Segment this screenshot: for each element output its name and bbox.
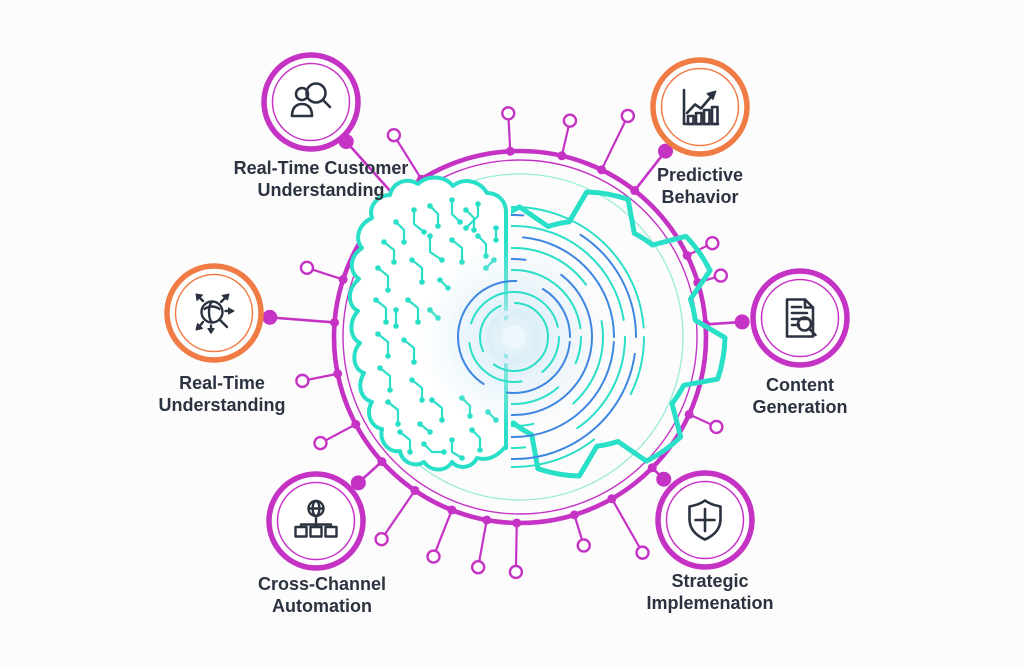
node-outer-ring: [164, 263, 264, 363]
node-ring: [164, 263, 264, 363]
label-line: Behavior: [661, 187, 739, 207]
user-search-icon: [290, 82, 332, 118]
node-inner-ring: [760, 278, 840, 358]
node-real-time-customer-understanding: [259, 50, 363, 154]
label-line: Content: [766, 375, 834, 395]
label-line: Understanding: [158, 395, 286, 415]
node-predictive-behavior: [648, 55, 752, 159]
label-line: Implemenation: [646, 593, 774, 613]
label-real-time-customer-understanding: Real-Time Customer Understanding: [191, 157, 451, 201]
node-inner-ring: [174, 273, 254, 353]
label-real-time-understanding: Real-Time Understanding: [92, 372, 352, 416]
document-search-icon: [785, 298, 817, 338]
shield-cross-icon: [688, 499, 722, 541]
label-line: Automation: [272, 596, 372, 616]
node-inner-ring: [665, 480, 745, 560]
node-real-time-understanding: [162, 261, 266, 365]
label-cross-channel-automation: Cross-Channel Automation: [192, 573, 452, 617]
gear-icon: [511, 189, 728, 479]
node-content-generation: [748, 266, 852, 370]
concentric-arcs-right: [511, 206, 645, 468]
label-line: Understanding: [257, 180, 385, 200]
node-inner-ring: [660, 67, 740, 147]
hub-circle: [486, 309, 542, 365]
label-line: Strategic: [671, 571, 749, 591]
node-connectors: [262, 134, 750, 491]
node-inner-ring: [271, 62, 351, 142]
global-search-icon: [195, 293, 235, 334]
label-predictive-behavior: Predictive Behavior: [570, 164, 830, 208]
label-strategic-implemenation: Strategic Implemenation: [580, 570, 840, 614]
radial-spokes: [295, 106, 729, 580]
node-cross-channel-automation: [264, 469, 368, 573]
node-strategic-implemenation: [653, 468, 757, 572]
network-hierarchy-icon: [294, 499, 338, 538]
label-line: Real-Time: [179, 373, 265, 393]
label-line: Generation: [752, 397, 848, 417]
label-line: Real-Time Customer: [233, 158, 409, 178]
concentric-arcs: [457, 280, 571, 394]
node-inner-ring: [276, 481, 356, 561]
label-line: Predictive: [656, 165, 744, 185]
bar-chart-growth-icon: [682, 88, 720, 126]
label-content-generation: Content Generation: [670, 374, 930, 418]
label-line: Cross-Channel: [257, 574, 387, 594]
